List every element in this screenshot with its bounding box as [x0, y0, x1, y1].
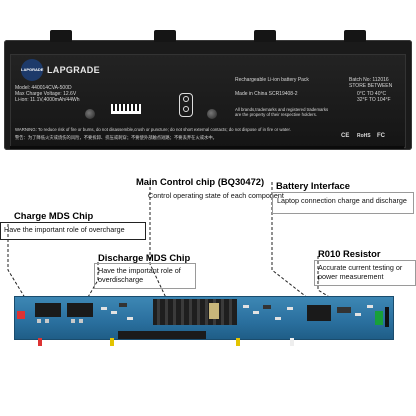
- discharge-mds-box: [94, 263, 196, 289]
- ce-mark-icon: CE: [341, 133, 350, 139]
- main-control-title: Main Control chip (BQ30472): [136, 176, 265, 187]
- model-line: Model: 440014CVA-500D: [15, 85, 72, 91]
- charge-mds-title: Charge MDS Chip: [14, 210, 94, 221]
- wire-white: [290, 338, 294, 346]
- battery-interface-title: Battery Interface: [276, 180, 350, 191]
- temp-f-line: 32°F TO 104°F: [357, 97, 391, 103]
- max-charge-line: Max Charge Voltage: 12.6V: [15, 91, 77, 97]
- warning-text-cn: 警告：为了降低火灾或烧伤的风险，不要拆卸、挤压或刺穿；不要使外部触点短路；不要丢…: [15, 135, 217, 140]
- capacity-line: Li-ion: 11.1V,4000mAh/44Wh: [15, 97, 80, 103]
- r010-desc: Accurate current testing or power measur…: [318, 263, 403, 281]
- charge-mds-desc: Have the important role of overcharge: [4, 225, 125, 234]
- trademark-line: All brands,trademarks and registered tra…: [235, 107, 329, 118]
- battery-bottom-edge: [10, 146, 404, 149]
- screw-icon: [207, 109, 217, 119]
- fc-mark-icon: FC: [377, 133, 385, 139]
- battery-latch-tab: [154, 30, 176, 42]
- discharge-mds-title: Discharge MDS Chip: [98, 252, 191, 263]
- fuse-component: [17, 311, 25, 319]
- brand-name: LAPGRADE: [47, 65, 100, 75]
- battery-latch-tab: [344, 30, 366, 42]
- interface-pins: [385, 307, 389, 327]
- battery-interface-desc: Laptop connection charge and discharge: [277, 196, 407, 205]
- warning-text: WARNING: To reduce risk of fire or burns…: [15, 127, 291, 132]
- battery-pack: LAPGRADE LAPGRADE Model: 440014CVA-500D …: [4, 30, 412, 150]
- lock-switch-icon: [179, 93, 193, 117]
- interface-connector: [375, 311, 383, 325]
- battery-contacts-icon: [111, 104, 141, 114]
- discharge-mds-chip: [67, 303, 93, 317]
- battery-interface-box: [272, 192, 414, 214]
- battery-label: LAPGRADE LAPGRADE Model: 440014CVA-500D …: [10, 54, 406, 148]
- pack-type-line: Rechargeable Li-ion battery Pack: [235, 77, 309, 83]
- brand-badge-icon: LAPGRADE: [21, 59, 43, 81]
- battery-latch-tab: [50, 30, 72, 42]
- battery-latch-tab: [254, 30, 276, 42]
- main-control-desc: Control operating state of each componen…: [148, 191, 284, 200]
- rohs-mark-icon: RoHS: [357, 133, 371, 139]
- capacitor-component: [209, 303, 219, 319]
- wire-yellow: [110, 338, 114, 346]
- store-line: STORE BETWEEN: [349, 83, 393, 89]
- charge-mds-chip: [35, 303, 61, 317]
- made-in-line: Made in China SCR19408-2: [235, 91, 298, 97]
- screw-icon: [85, 109, 95, 119]
- main-control-chip: [307, 305, 331, 321]
- cell-ribbon: [118, 331, 206, 339]
- charge-mds-box: [0, 222, 146, 240]
- r010-resistor: [337, 307, 351, 313]
- wire-red: [38, 338, 42, 346]
- r010-title: R010 Resistor: [318, 248, 381, 259]
- wire-yellow: [236, 338, 240, 346]
- discharge-mds-desc: Have the important role of overdischarge: [98, 266, 181, 284]
- heatsink-connector: [153, 299, 237, 325]
- batch-line: Batch No: 112016: [349, 77, 389, 83]
- temp-c-line: 0°C TO 40°C: [357, 91, 387, 97]
